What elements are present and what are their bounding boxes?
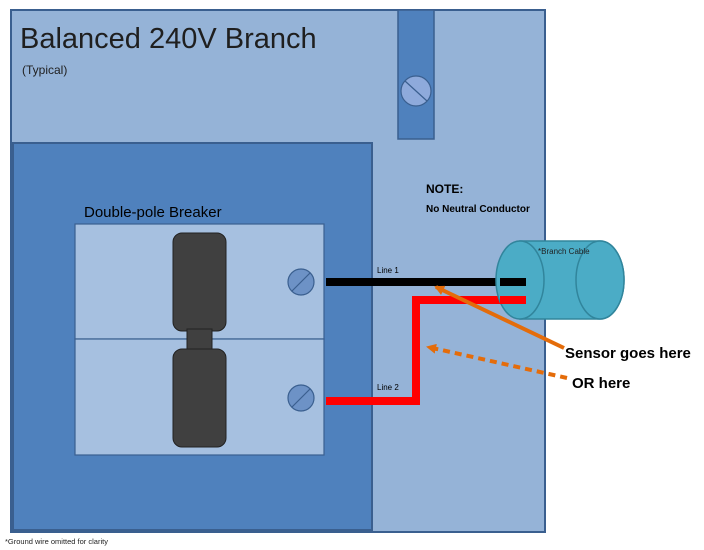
footnote: *Ground wire omitted for clarity [5,537,108,546]
sensor-arrow [434,285,565,350]
terminal-screw-line2 [287,384,315,412]
branch-cable [519,240,625,320]
subtitle: (Typical) [22,63,67,77]
bus-bar [397,9,435,140]
breaker-label: Double-pole Breaker [84,204,222,221]
alt-label: OR here [572,375,630,392]
handle-tie-bar [186,328,213,352]
cable-label: *Branch Cable [538,247,590,256]
line1-label: Line 1 [377,266,399,275]
bus-screw [400,75,432,107]
sensor-label: Sensor goes here [565,345,691,362]
line2-label: Line 2 [377,383,399,392]
line2-wire [326,296,520,405]
breaker-handle-top[interactable] [172,232,227,332]
terminal-screw-line1 [287,268,315,296]
page-title: Balanced 240V Branch [20,23,317,55]
breaker-handle-bottom[interactable] [172,348,227,448]
note-heading: NOTE: [426,182,463,196]
note-text: No Neutral Conductor [426,204,530,215]
